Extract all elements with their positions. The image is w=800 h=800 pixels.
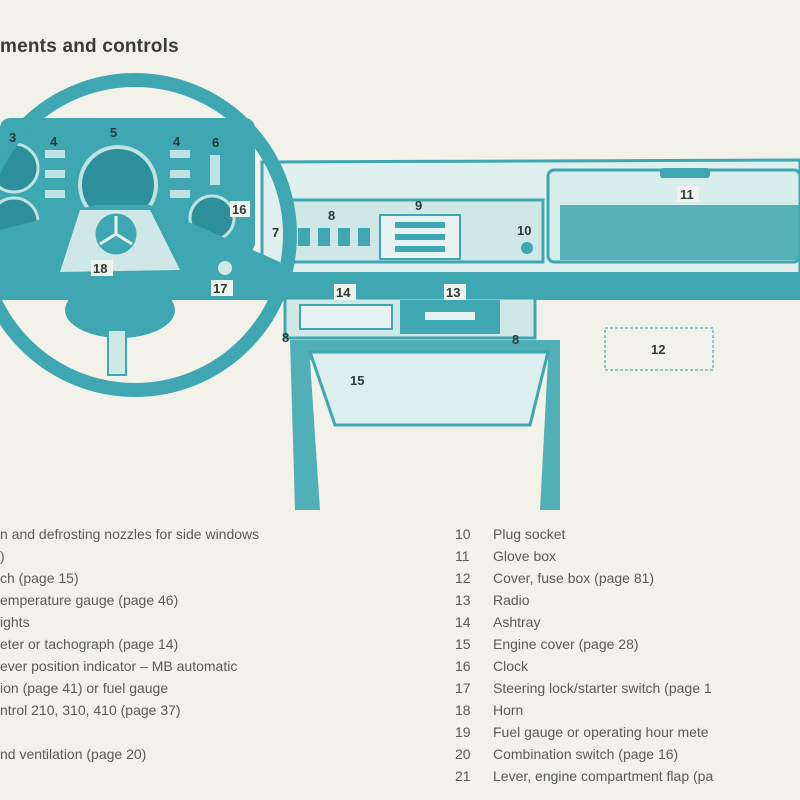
indicator-lights — [45, 150, 220, 198]
callout-labels: 3 4 5 4 6 16 7 8 9 10 11 14 13 8 8 12 15… — [9, 125, 699, 388]
callout-15: 15 — [350, 373, 364, 388]
callout-background — [444, 284, 466, 300]
callout-4: 4 — [173, 134, 181, 149]
legend-item: ion (page 41) or fuel gauge — [0, 680, 169, 696]
legend-right-column: 10 Plug socket 11 Glove box 12 Cover, fuse … — [455, 523, 713, 787]
legend-item: 18 Horn — [455, 699, 713, 721]
callout-11: 11 — [680, 187, 694, 202]
callout-background — [230, 201, 250, 217]
legend-number: 12 — [455, 570, 471, 586]
fuse-box-cover — [604, 327, 714, 371]
legend-item: ntrol 210, 310, 410 (page 37) — [0, 702, 181, 718]
heating-sliders — [395, 222, 445, 252]
legend-item: n and defrosting nozzles for side window… — [0, 526, 260, 542]
legend-text: Engine cover (page 28) — [493, 636, 639, 652]
legend-text: Lever, engine compartment flap (pa — [493, 768, 714, 784]
legend-text: Glove box — [493, 548, 557, 564]
legend-number: 15 — [455, 636, 471, 652]
legend-text: Clock — [493, 658, 529, 674]
callout-background — [677, 186, 699, 202]
legend-item: 11 Glove box — [455, 545, 713, 567]
legend-left-column: n and defrosting nozzles for side window… — [0, 523, 259, 765]
legend-text: Radio — [493, 592, 530, 608]
callout-3: 3 — [9, 130, 16, 145]
dashboard-illustration: 3 4 5 4 6 16 7 8 9 10 11 14 13 8 8 12 15… — [0, 73, 800, 510]
callout-8: 8 — [328, 208, 335, 223]
callout-background — [334, 284, 356, 300]
glove-box-lid — [560, 205, 800, 260]
engine-cover — [307, 350, 550, 427]
callout-9: 9 — [415, 198, 422, 213]
legend-text: Steering lock/starter switch (page 1 — [493, 680, 712, 696]
callout-14: 14 — [336, 285, 351, 300]
legend-item — [0, 721, 259, 743]
legend-number: 21 — [455, 768, 471, 784]
callout-10: 10 — [517, 223, 531, 238]
page-title: ments and controls — [0, 36, 179, 57]
legend-item: 20 Combination switch (page 16) — [455, 743, 713, 765]
callout-6: 6 — [212, 135, 219, 150]
legend-number: 18 — [455, 702, 471, 718]
callout-16: 16 — [232, 202, 246, 217]
steering-wheel — [0, 73, 297, 397]
legend-item: nd ventilation (page 20) — [0, 746, 147, 762]
callout-background — [211, 280, 233, 296]
legend-number: 20 — [455, 746, 471, 762]
legend-item: 21 Lever, engine compartment flap (pa — [455, 765, 713, 787]
legend-item: 10 Plug socket — [455, 523, 713, 545]
ignition-switch — [216, 259, 234, 277]
legend-number: 14 — [455, 614, 471, 630]
callout-8: 8 — [512, 332, 519, 347]
legend-text: Ashtray — [493, 614, 541, 630]
legend-number: 10 — [455, 526, 471, 542]
callout-18: 18 — [93, 261, 107, 276]
callout-5: 5 — [110, 125, 117, 140]
legend-number: 19 — [455, 724, 471, 740]
callout-4: 4 — [50, 134, 58, 149]
legend-item: emperature gauge (page 46) — [0, 592, 179, 608]
legend-text: Fuel gauge or operating hour mete — [493, 724, 709, 740]
legend-item: ever position indicator – MB automatic — [0, 658, 238, 674]
legend-number: 11 — [455, 548, 470, 564]
legend-number: 13 — [455, 592, 471, 608]
callout-7: 7 — [272, 225, 279, 240]
callout-12: 12 — [651, 342, 665, 357]
legend-item: 17 Steering lock/starter switch (page 1 — [455, 677, 713, 699]
legend-item: 13 Radio — [455, 589, 713, 611]
legend-item: ch (page 15) — [0, 570, 79, 586]
legend-number: 17 — [455, 680, 471, 696]
glove-box-handle — [660, 168, 710, 178]
switches — [298, 228, 370, 246]
callout-background — [91, 260, 113, 276]
steering-column — [107, 329, 127, 376]
legend-text: Plug socket — [493, 526, 566, 542]
legend-text: Horn — [493, 702, 524, 718]
legend-item: ights — [0, 614, 30, 630]
legend-item: 14 Ashtray — [455, 611, 713, 633]
plug-socket — [521, 242, 533, 254]
legend-item: 15 Engine cover (page 28) — [455, 633, 713, 655]
ashtray — [299, 304, 393, 330]
legend-item: eter or tachograph (page 14) — [0, 636, 179, 652]
legend-text: Cover, fuse box (page 81) — [493, 570, 655, 586]
legend-item: 12 Cover, fuse box (page 81) — [455, 567, 713, 589]
legend-item: ) — [0, 548, 5, 564]
mercedes-star-points — [99, 216, 133, 246]
callout-13: 13 — [446, 285, 460, 300]
legend-number: 16 — [455, 658, 471, 674]
radio-slot — [425, 312, 475, 320]
legend-text: Combination switch (page 16) — [493, 746, 679, 762]
callout-17: 17 — [213, 281, 227, 296]
legend-item: 19 Fuel gauge or operating hour mete — [455, 721, 713, 743]
steering-column-shroud — [65, 282, 175, 338]
legend-item: 16 Clock — [455, 655, 713, 677]
callout-8: 8 — [282, 330, 289, 345]
